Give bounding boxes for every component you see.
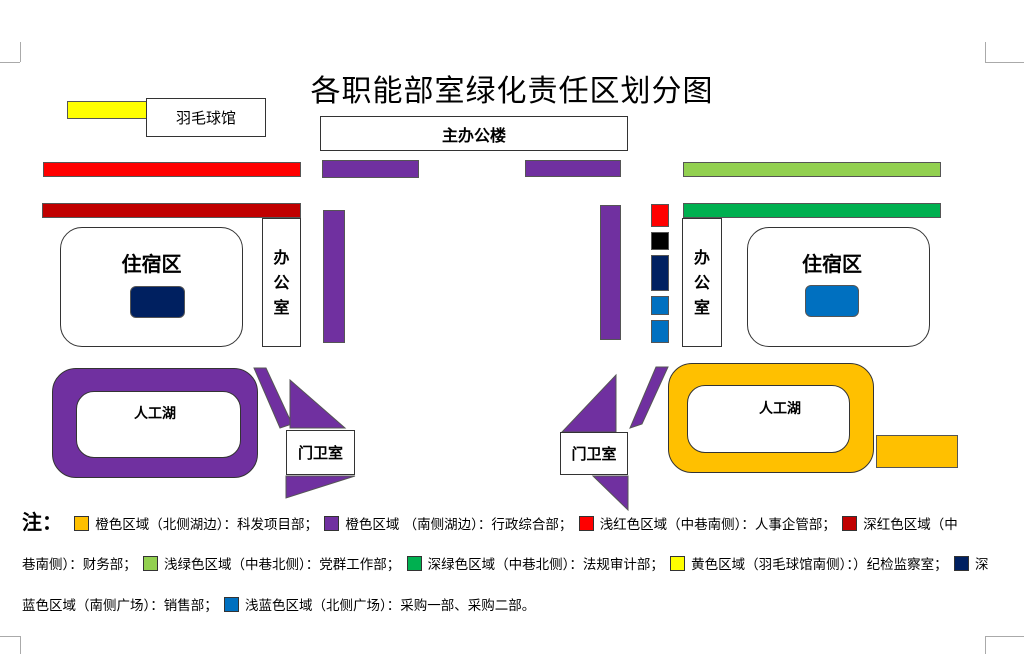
purple-strip-vertical-left xyxy=(323,210,345,343)
legend-swatch-dark-blue xyxy=(953,556,969,571)
purple-diagonal-left xyxy=(253,367,293,429)
purple-triangle-right-top xyxy=(560,373,617,433)
legend-text-light-green: 浅绿色区域（中巷北侧）：党群工作部； xyxy=(164,557,401,573)
lake-right-label: 人工湖 xyxy=(759,401,801,417)
gate-house-right-label: 门卫室 xyxy=(571,445,617,463)
office-right-char-2: 公 xyxy=(693,273,710,292)
gate-house-left: 门卫室 xyxy=(286,430,355,475)
legend-text-purple: 橙色区域 （南侧湖边）：行政综合部； xyxy=(345,517,573,533)
square-red xyxy=(651,204,669,227)
crop-mark-top-left-h xyxy=(0,62,20,63)
office-left-char-2: 公 xyxy=(273,273,290,292)
purple-strip-vertical-right xyxy=(600,205,621,340)
legend-prefix: 注： xyxy=(22,510,62,534)
main-office-label: 主办公楼 xyxy=(441,125,506,145)
dark-red-zone xyxy=(42,203,301,218)
crop-mark-top-right-h xyxy=(985,62,1024,63)
purple-triangle-left-bottom xyxy=(285,475,356,499)
square-light-blue-2 xyxy=(651,320,669,343)
lake-left xyxy=(76,391,241,458)
crop-mark-bottom-right-v xyxy=(985,636,986,654)
purple-strip-top-right xyxy=(525,160,621,177)
legend-text-light-red: 浅红色区域（中巷南侧）：人事企管部； xyxy=(599,517,836,533)
legend-line-3: 蓝色区域（南侧广场）：销售部； 浅蓝色区域（北侧广场）：采购一部、采购二部。 xyxy=(22,595,1002,617)
gate-house-right: 门卫室 xyxy=(560,432,628,475)
legend-text-dark-blue-cont: 蓝色区域（南侧广场）：销售部； xyxy=(22,598,218,614)
legend-line-1: 注： 橙色区域（北侧湖边）：科发项目部； 橙色区域 （南侧湖边）：行政综合部； … xyxy=(22,511,1002,536)
legend-text-dark-green: 深绿色区域（中巷北侧）：法规审计部； xyxy=(427,557,664,573)
purple-strip-top-left xyxy=(322,160,419,178)
square-light-blue-1 xyxy=(651,296,669,315)
dark-green-zone xyxy=(683,203,941,218)
office-left-char-3: 室 xyxy=(273,298,290,317)
legend-swatch-light-blue xyxy=(224,597,240,612)
office-right: 办 公 室 xyxy=(682,218,722,347)
purple-triangle-left-top xyxy=(289,378,347,429)
legend-swatch-light-green xyxy=(143,556,159,571)
dorm-area-left-label: 住宿区 xyxy=(121,252,182,276)
gate-house-left-label: 门卫室 xyxy=(297,444,343,462)
legend-swatch-orange xyxy=(74,516,90,531)
legend-swatch-light-red xyxy=(578,516,594,531)
crop-mark-top-right-v xyxy=(985,42,986,62)
dark-blue-zone xyxy=(130,286,185,318)
lake-left-label: 人工湖 xyxy=(134,406,176,422)
light-green-zone xyxy=(683,162,941,177)
light-blue-zone xyxy=(805,285,859,317)
crop-mark-bottom-right-h xyxy=(985,636,1024,637)
legend-text-light-blue: 浅蓝色区域（北侧广场）：采购一部、采购二部。 xyxy=(245,598,536,614)
legend-text-dark-red-cont: 巷南侧）：财务部； xyxy=(22,557,137,573)
office-left: 办 公 室 xyxy=(262,218,301,347)
office-left-char-1: 办 xyxy=(273,248,290,267)
crop-mark-bottom-left-v xyxy=(20,636,21,654)
square-dark-blue xyxy=(651,255,669,291)
square-black xyxy=(651,232,669,250)
main-office-building: 主办公楼 xyxy=(320,116,628,151)
crop-mark-bottom-left-h xyxy=(0,636,20,637)
light-red-zone xyxy=(43,162,301,177)
diagram-title: 各职能部室绿化责任区划分图 xyxy=(310,74,714,109)
legend-swatch-dark-red xyxy=(842,516,858,531)
legend-text-dark-red: 深红色区域（中 xyxy=(863,517,958,533)
badminton-hall-label: 羽毛球馆 xyxy=(175,109,236,127)
orange-zone-extension xyxy=(876,435,958,468)
legend-text-yellow: 黄色区域（羽毛球馆南侧）：）纪检监察室； xyxy=(691,557,948,573)
legend-text-orange: 橙色区域（北侧湖边）：科发项目部； xyxy=(95,517,319,533)
lake-right xyxy=(687,385,850,453)
dorm-area-right-label: 住宿区 xyxy=(802,252,862,276)
legend-swatch-dark-green xyxy=(406,556,422,571)
legend-text-dark-blue: 深 xyxy=(974,557,989,573)
crop-mark-top-left-v xyxy=(20,42,21,62)
badminton-hall: 羽毛球馆 xyxy=(146,98,266,137)
office-right-char-1: 办 xyxy=(693,248,710,267)
legend-line-2: 巷南侧）：财务部； 浅绿色区域（中巷北侧）：党群工作部； 深绿色区域（中巷北侧）… xyxy=(22,554,1002,576)
legend-swatch-yellow xyxy=(670,556,686,571)
purple-diagonal-right xyxy=(629,366,669,429)
office-right-char-3: 室 xyxy=(693,298,710,317)
legend-swatch-purple xyxy=(324,516,340,531)
purple-triangle-right-bottom xyxy=(591,475,629,512)
